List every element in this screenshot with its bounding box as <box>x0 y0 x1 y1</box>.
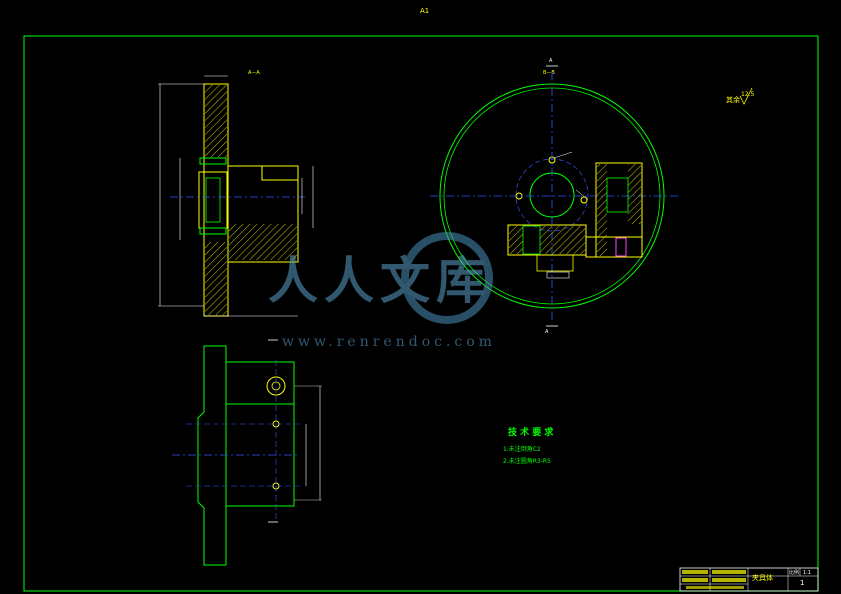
roughness-symbol <box>739 87 753 105</box>
bore-outline <box>198 171 228 229</box>
tech-requirements: 技 术 要 求 1.未注倒角C2 2.未注圆角R3-R5 <box>503 426 554 465</box>
bore-green-band-2 <box>199 227 227 235</box>
bottom-view-outline <box>197 345 227 566</box>
bore-inner <box>205 177 221 223</box>
roughness-value: 12.5 <box>741 91 755 98</box>
bottom-view-block <box>225 361 295 405</box>
bolt-hole-right <box>580 196 588 204</box>
roughness-label: 其余 <box>726 95 740 104</box>
bottom-view <box>172 339 322 566</box>
watermark-brand: 人人文库 <box>268 251 492 310</box>
cutaway-tag <box>546 271 570 279</box>
title-block: 夹具体 比例 1:1 1 <box>679 567 819 592</box>
flange-hatch-bottom <box>205 242 227 315</box>
hub-hatch <box>229 224 297 260</box>
section-bb-label: B—B <box>543 70 555 76</box>
watermark-url: www.renrendoc.com <box>282 334 496 350</box>
pin-hole-large <box>266 376 286 396</box>
side-block-hatch <box>597 164 607 256</box>
section-aa-label: A—A <box>248 70 260 76</box>
scale-label: 比例 <box>789 569 799 576</box>
side-block-inner <box>606 177 629 213</box>
side-block-pin <box>615 237 627 257</box>
watermark: 人人文库 www.renrendoc.com <box>268 232 496 350</box>
tech-item-2: 2.未注圆角R3-R5 <box>503 457 551 465</box>
scale-value: 1:1 <box>803 570 811 576</box>
watermark-logo <box>401 232 493 324</box>
cutaway-tab <box>536 254 574 272</box>
mark-a-bottom: A <box>545 329 549 335</box>
drawing-frame <box>23 35 819 592</box>
mark-a-top: A <box>549 58 553 64</box>
cutaway-hatch-right <box>540 226 585 254</box>
quantity-value: 1 <box>800 579 804 587</box>
sheet-top-label: A1 <box>420 7 429 15</box>
tech-heading: 技 术 要 求 <box>508 426 554 438</box>
tech-item-1: 1.未注倒角C2 <box>503 445 541 453</box>
roughness-note: 其余 12.5 <box>726 87 755 105</box>
side-block-base <box>585 236 643 258</box>
hub-cutout <box>261 165 299 181</box>
cutaway-slot <box>522 225 541 255</box>
leader-top <box>553 151 573 159</box>
section-bb-view: B—B A A <box>430 58 680 335</box>
section-aa-view: A—A <box>158 70 314 317</box>
bore-green-band <box>199 157 227 165</box>
side-block-hatch-2 <box>628 164 641 224</box>
cutaway-hatch-left <box>509 226 523 254</box>
drawing-name: 夹具体 <box>752 573 773 582</box>
flange-hatch-top <box>205 85 227 157</box>
leader-right <box>575 189 587 199</box>
